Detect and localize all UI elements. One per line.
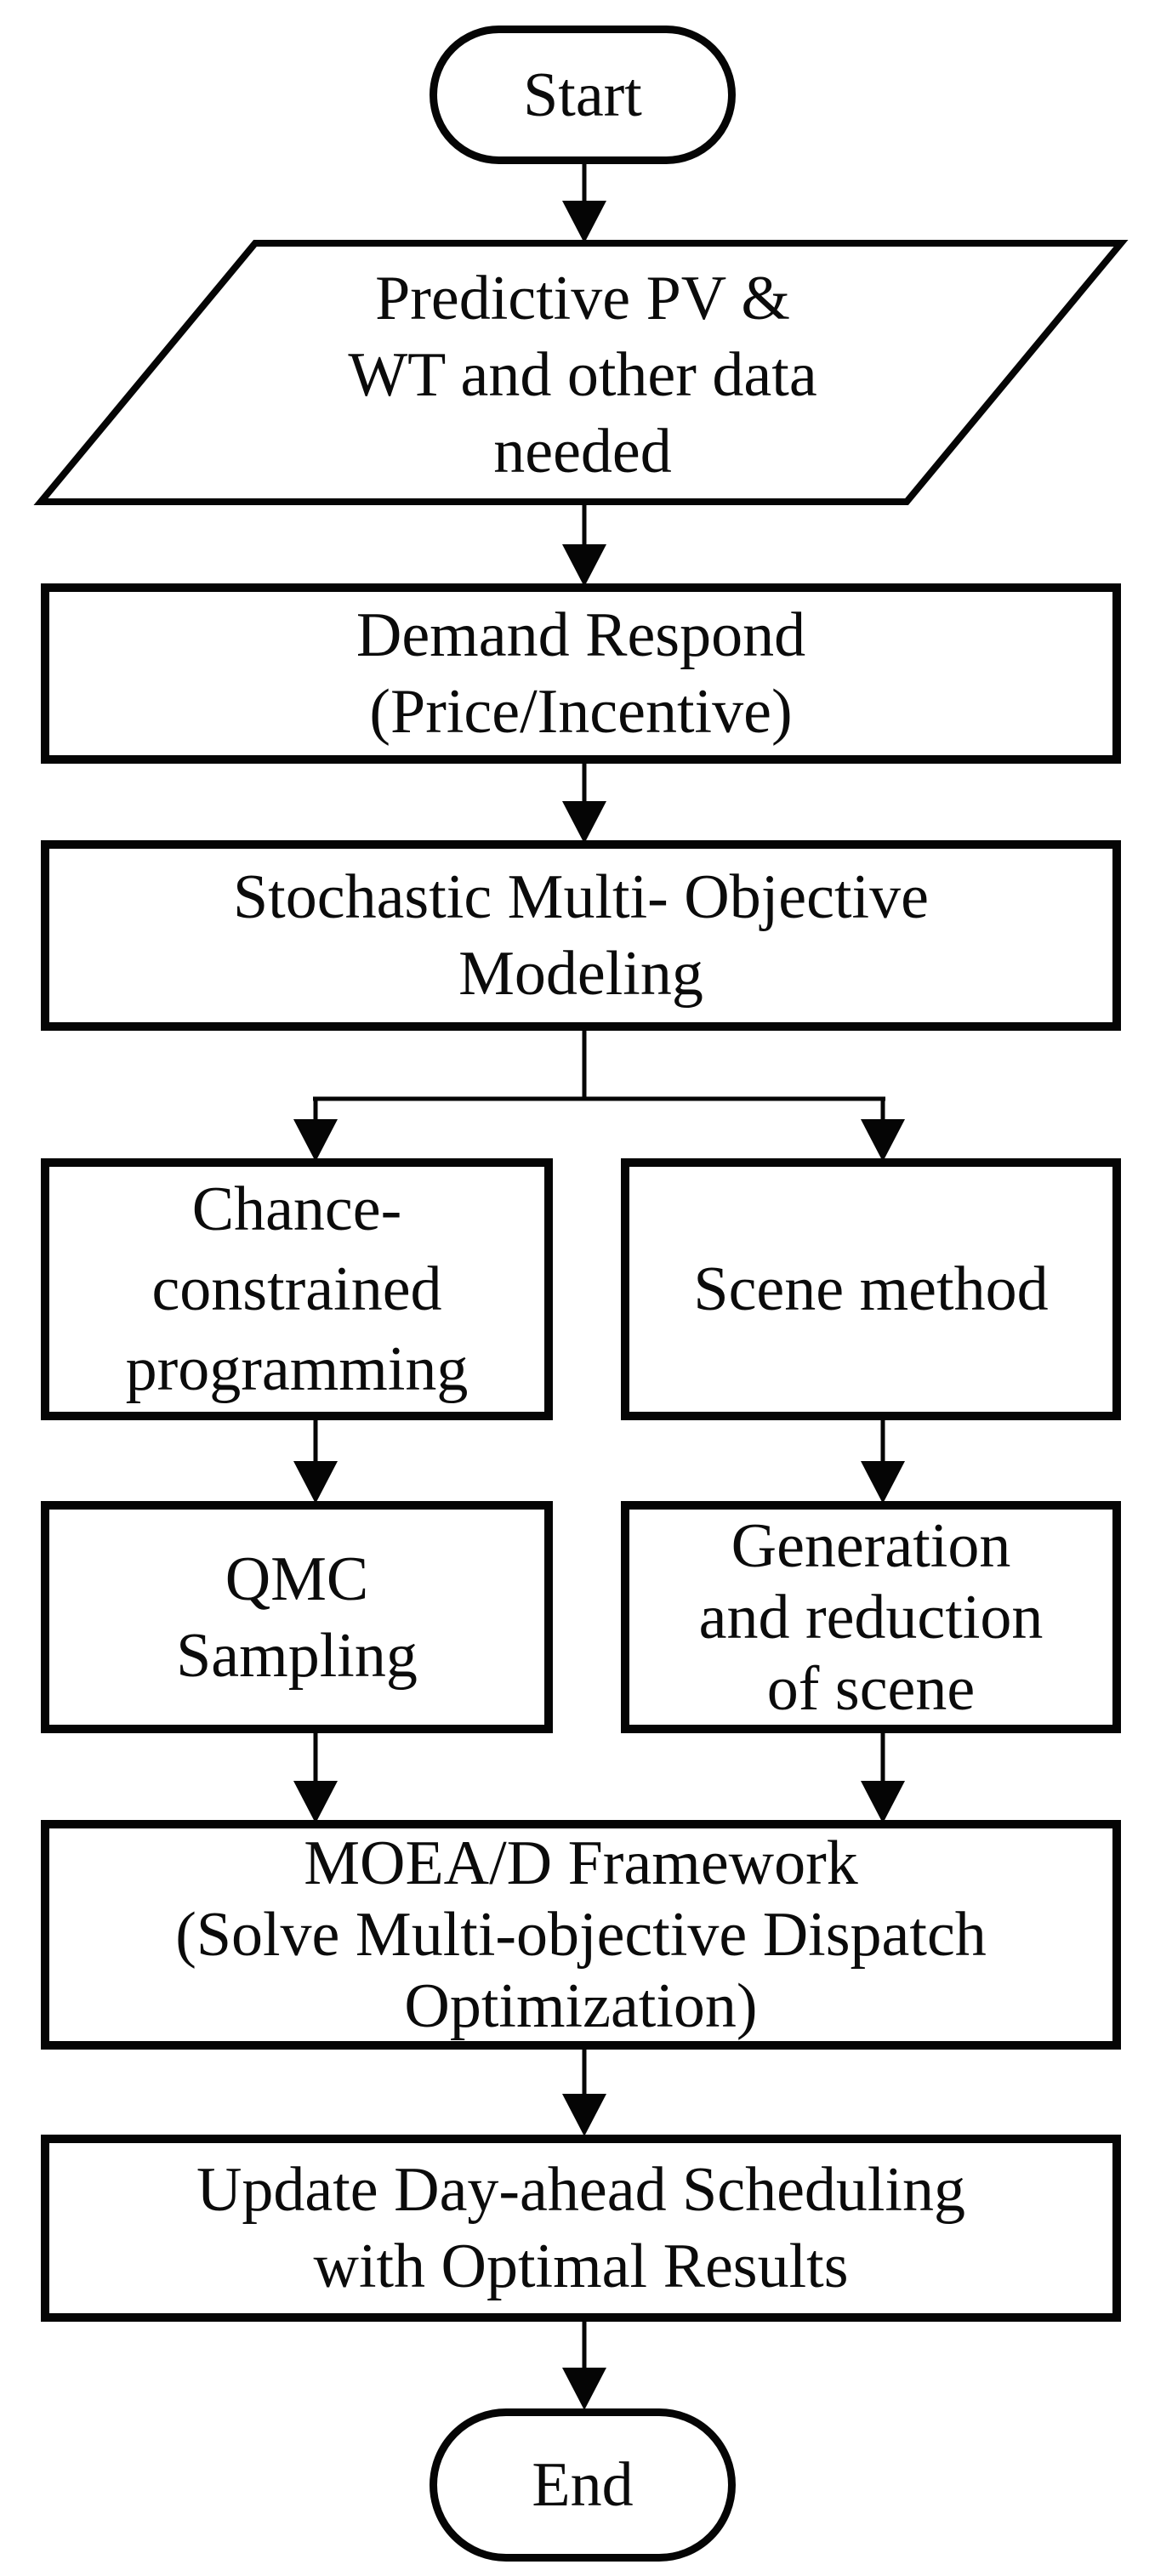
arrowhead-icon xyxy=(861,1119,905,1162)
node-stochastic-modeling: Stochastic Multi- Objective Modeling xyxy=(41,840,1121,1031)
node-update-scheduling-line1: Update Day-ahead Scheduling xyxy=(196,2155,966,2225)
node-scene-generation-line2: and reduction xyxy=(698,1582,1044,1652)
node-update-scheduling-line2: with Optimal Results xyxy=(313,2232,849,2301)
arrowhead-icon xyxy=(293,1781,338,1823)
node-data-input-line2: WT and other data xyxy=(348,340,817,410)
node-end: End xyxy=(430,2408,736,2562)
node-qmc-sampling-line1: QMC xyxy=(225,1544,369,1614)
arrow-update-to-end xyxy=(562,2322,606,2410)
arrowhead-icon xyxy=(562,2094,606,2136)
node-demand-respond: Demand Respond (Price/Incentive) xyxy=(41,583,1121,764)
node-scene-generation-line1: Generation xyxy=(731,1510,1011,1581)
node-data-input-line1: Predictive PV & xyxy=(375,264,790,333)
node-stochastic-modeling-line2: Modeling xyxy=(458,939,703,1009)
arrow-demand-to-stochastic xyxy=(562,764,606,844)
node-start: Start xyxy=(430,26,736,164)
arrowhead-icon xyxy=(562,544,606,587)
node-demand-respond-line2: (Price/Incentive) xyxy=(369,677,793,747)
node-chance-constrained: Chance- constrained programming xyxy=(41,1158,553,1420)
arrow-moea-to-update xyxy=(562,2050,606,2136)
arrow-generation-to-moea xyxy=(861,1733,905,1823)
arrow-chance-to-qmc xyxy=(293,1420,338,1504)
arrowhead-icon xyxy=(293,1119,338,1162)
arrowhead-icon xyxy=(562,2368,606,2410)
node-demand-respond-line1: Demand Respond xyxy=(356,600,806,670)
arrowhead-icon xyxy=(861,1781,905,1823)
node-start-label: Start xyxy=(523,60,642,130)
node-chance-constrained-line2: constrained xyxy=(151,1254,442,1324)
node-update-scheduling: Update Day-ahead Scheduling with Optimal… xyxy=(41,2135,1121,2322)
arrowhead-icon xyxy=(562,201,606,243)
node-stochastic-modeling-line1: Stochastic Multi- Objective xyxy=(233,862,929,932)
node-qmc-sampling: QMC Sampling xyxy=(41,1501,553,1733)
node-scene-generation-line3: of scene xyxy=(766,1653,976,1724)
node-moead-framework: MOEA/D Framework (Solve Multi-objective … xyxy=(41,1820,1121,2050)
node-moead-framework-line3: Optimization) xyxy=(404,1971,758,2041)
node-data-input-line3: needed xyxy=(493,417,672,486)
parallelogram-shape xyxy=(33,240,1129,505)
node-chance-constrained-line1: Chance- xyxy=(191,1174,402,1244)
node-chance-constrained-line3: programming xyxy=(125,1334,469,1404)
arrow-input-to-demand xyxy=(562,505,606,587)
node-moead-framework-line1: MOEA/D Framework xyxy=(304,1828,858,1898)
arrowhead-icon xyxy=(562,801,606,844)
arrow-start-to-input xyxy=(562,164,606,243)
node-data-input: Predictive PV & WT and other data needed xyxy=(187,251,978,499)
arrowhead-icon xyxy=(293,1461,338,1504)
node-scene-method-line1: Scene method xyxy=(693,1254,1049,1324)
branch-connector xyxy=(293,1031,905,1162)
arrowhead-icon xyxy=(861,1461,905,1504)
arrow-qmc-to-moea xyxy=(293,1733,338,1823)
node-scene-generation: Generation and reduction of scene xyxy=(621,1501,1121,1733)
node-scene-method: Scene method xyxy=(621,1158,1121,1420)
node-end-label: End xyxy=(532,2450,634,2520)
node-moead-framework-line2: (Solve Multi-objective Dispatch xyxy=(175,1900,987,1970)
node-qmc-sampling-line2: Sampling xyxy=(176,1620,418,1691)
arrow-scene-to-generation xyxy=(861,1420,905,1504)
